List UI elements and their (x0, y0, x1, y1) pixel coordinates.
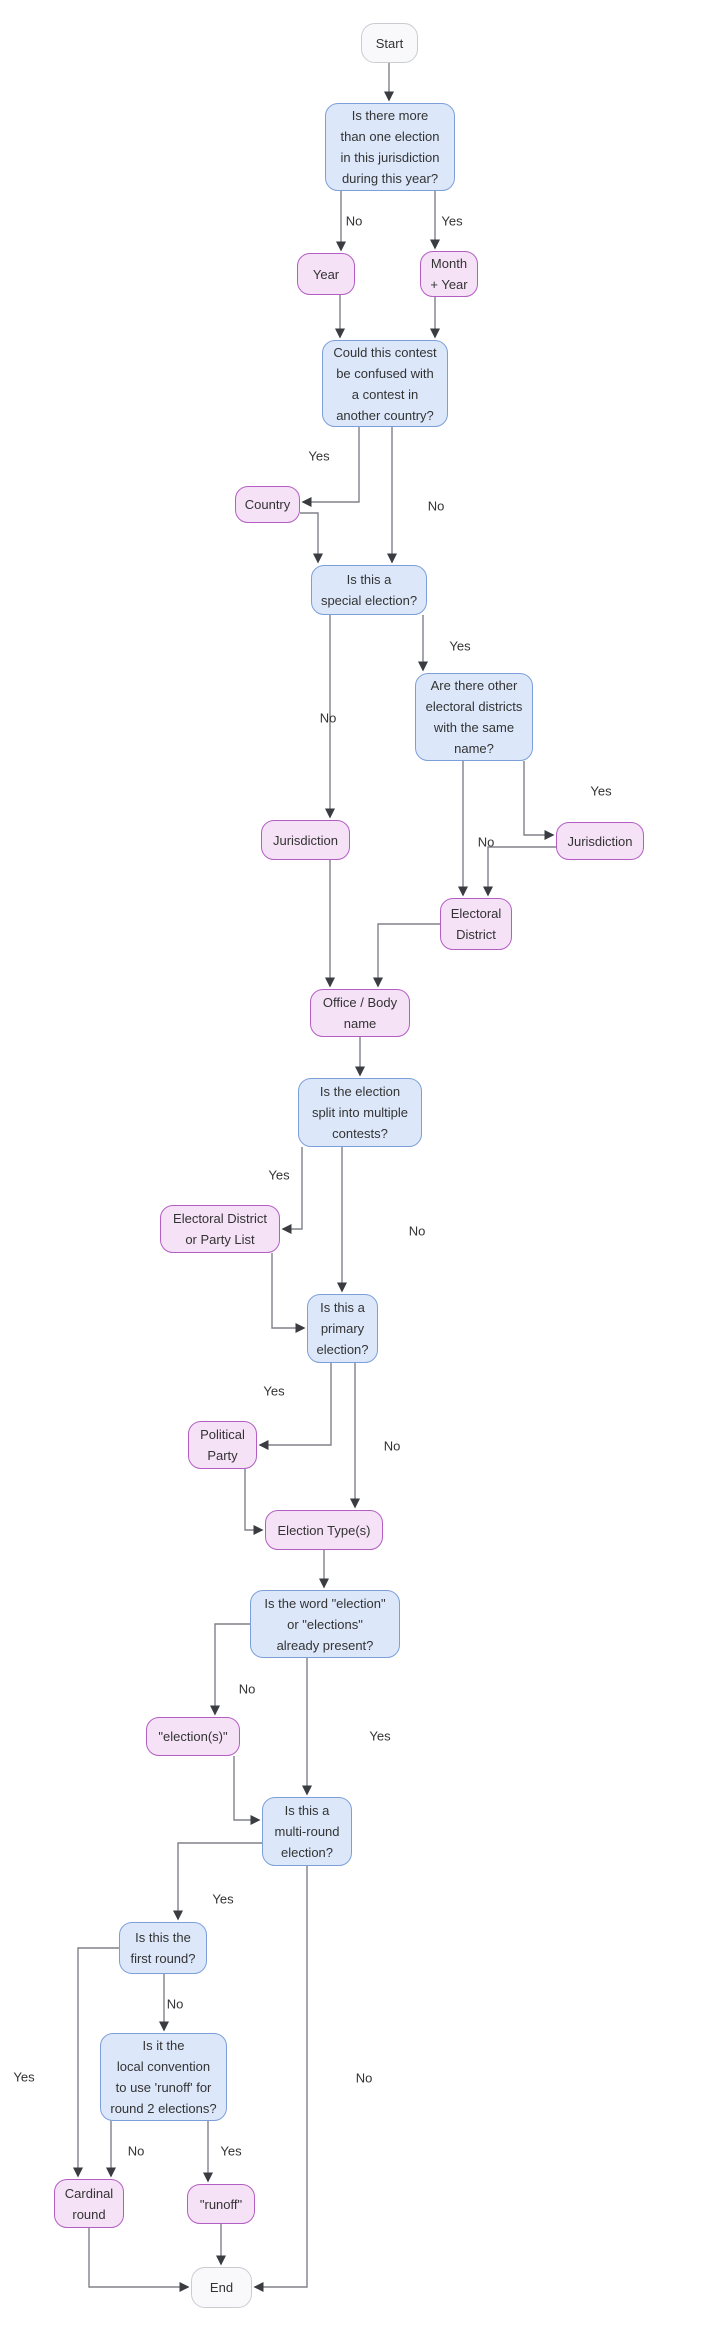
edge-label-runoff-convention-yes: Yes (220, 2143, 242, 2159)
node-jurisdiction-b: Jurisdiction (556, 822, 644, 860)
node-month-year: Month + Year (420, 251, 478, 297)
node-end: End (191, 2267, 252, 2308)
edge-jurisdiction-b-to-electoral-district (482, 846, 556, 897)
edge-electoral-district-to-office-body (372, 923, 440, 988)
edge-label-special-yes: Yes (449, 638, 471, 654)
node-political-party: Political Party (188, 1421, 257, 1469)
node-country: Country (235, 486, 300, 523)
edge-confused-country-yes-country (301, 427, 360, 508)
edge-multi-round-no-end (253, 1866, 308, 2293)
edge-label-other-districts-yes: Yes (590, 783, 612, 799)
edge-label-multi-round-yes: Yes (212, 1891, 234, 1907)
node-question-other-districts: Are there other electoral districts with… (415, 673, 533, 761)
edge-primary-yes-political-party (258, 1363, 332, 1451)
node-election-s: "election(s)" (146, 1717, 240, 1756)
node-cardinal-round: Cardinal round (54, 2179, 124, 2228)
edge-label-split-yes: Yes (268, 1167, 290, 1183)
edge-label-word-election-no: No (238, 1681, 256, 1697)
node-year: Year (297, 253, 355, 295)
edge-other-districts-yes-jurisdiction-b (523, 761, 555, 841)
edge-political-party-to-election-types (244, 1469, 264, 1536)
edge-label-word-election-yes: Yes (369, 1728, 391, 1744)
edge-election-s-to-multi-round (233, 1756, 261, 1826)
edge-split-yes-ed-party-list (281, 1147, 303, 1235)
edge-country-to-special (300, 512, 324, 564)
edge-label-multiple-elections-no: No (345, 213, 363, 229)
node-question-first-round: Is this the first round? (119, 1922, 207, 1974)
edge-label-confused-country-no: No (427, 498, 445, 514)
edge-label-multiple-elections-yes: Yes (441, 213, 463, 229)
node-election-types: Election Type(s) (265, 1510, 383, 1550)
edge-label-runoff-convention-no: No (127, 2143, 145, 2159)
node-jurisdiction-a: Jurisdiction (261, 820, 350, 860)
node-question-word-election: Is the word "election" or "elections" al… (250, 1590, 400, 1658)
edge-label-split-no: No (408, 1223, 426, 1239)
edge-label-first-round-no: No (166, 1996, 184, 2012)
node-question-multi-round: Is this a multi-round election? (262, 1797, 352, 1866)
node-runoff: "runoff" (187, 2184, 255, 2224)
node-question-primary: Is this a primary election? (307, 1294, 378, 1363)
edge-label-primary-no: No (383, 1438, 401, 1454)
node-question-split-contests: Is the election split into multiple cont… (298, 1078, 422, 1147)
edge-label-special-no: No (319, 710, 337, 726)
node-office-body-name: Office / Body name (310, 989, 410, 1037)
edge-ed-party-list-to-primary (271, 1253, 306, 1334)
node-question-special-election: Is this a special election? (311, 565, 427, 615)
edge-label-confused-country-yes: Yes (308, 448, 330, 464)
edge-word-election-no-election-s (209, 1623, 250, 1716)
edge-label-other-districts-no: No (477, 834, 495, 850)
edge-cardinal-to-end (88, 2228, 190, 2293)
node-question-runoff-convention: Is it the local convention to use 'runof… (100, 2033, 227, 2121)
edge-label-first-round-yes: Yes (13, 2069, 35, 2085)
node-question-confused-country: Could this contest be confused with a co… (322, 340, 448, 427)
edge-multi-round-yes-first-round (172, 1842, 262, 1921)
node-start: Start (361, 23, 418, 63)
edge-label-primary-yes: Yes (263, 1383, 285, 1399)
node-question-multiple-elections: Is there more than one election in this … (325, 103, 455, 191)
node-electoral-district-or-party-list: Electoral District or Party List (160, 1205, 280, 1253)
node-electoral-district: Electoral District (440, 898, 512, 950)
edge-label-multi-round-no: No (355, 2070, 373, 2086)
